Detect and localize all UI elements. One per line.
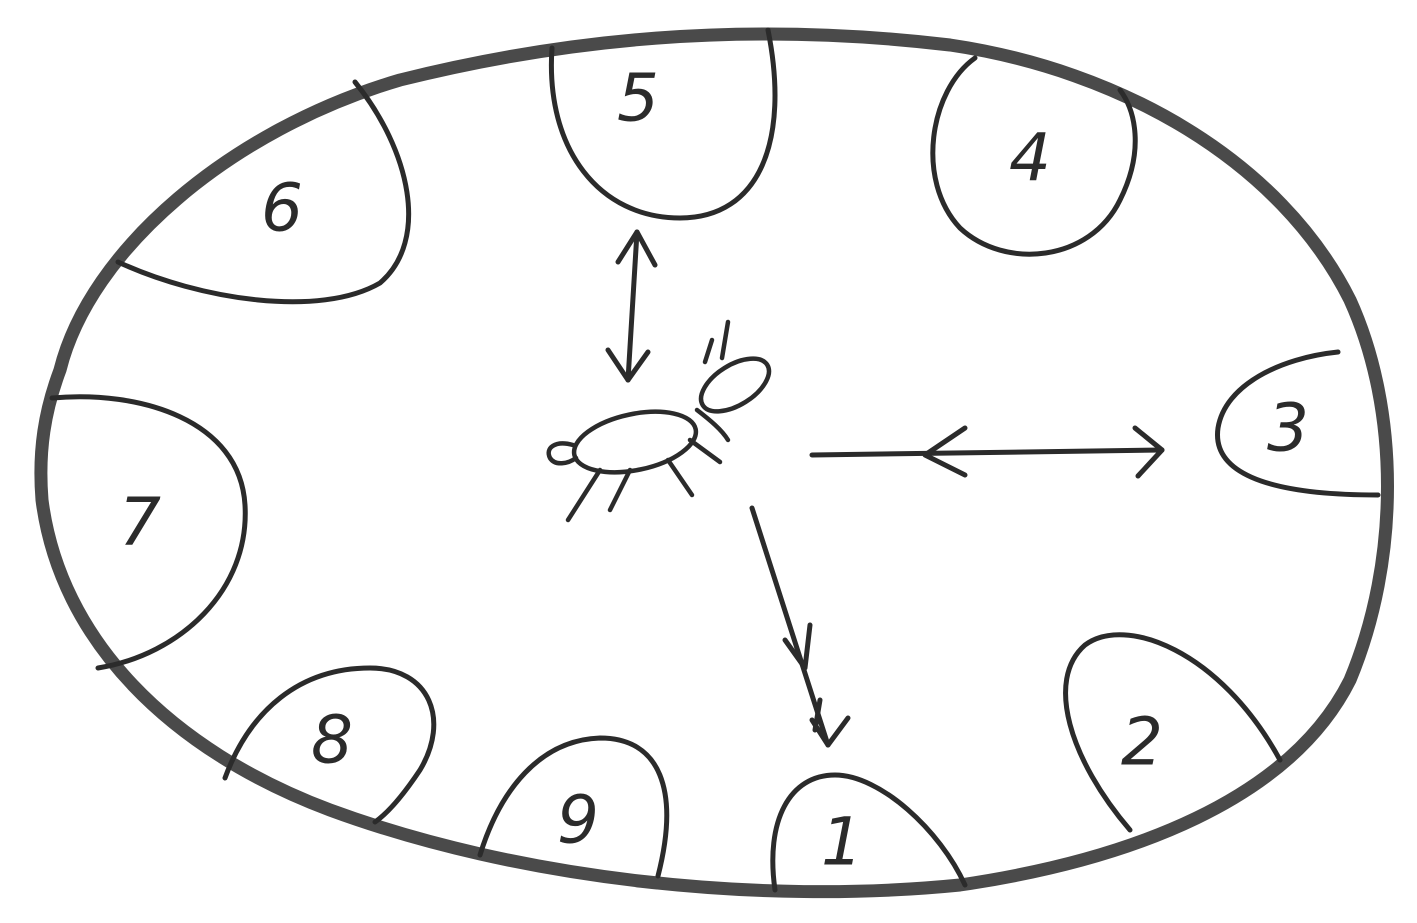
chamber-4-label: 4 — [1009, 120, 1051, 197]
arrow-to-chamber-1 — [752, 508, 848, 745]
chamber-3-label: 3 — [1267, 390, 1309, 467]
chamber-1-label: 1 — [821, 804, 863, 881]
insect-icon — [549, 322, 778, 520]
chamber-9-label: 9 — [557, 782, 599, 859]
chamber-8-label: 8 — [311, 702, 353, 779]
chamber-5: 5 — [551, 30, 775, 218]
arena-outline — [41, 34, 1388, 892]
arrow-to-chamber-5 — [608, 232, 655, 380]
chamber-8: 8 — [225, 668, 434, 822]
chamber-5-label: 5 — [617, 60, 659, 137]
chamber-3: 3 — [1218, 352, 1378, 495]
chamber-7-label: 7 — [119, 484, 161, 561]
chamber-6: 6 — [118, 82, 409, 302]
chamber-6-label: 6 — [261, 170, 303, 247]
chamber-1: 1 — [773, 775, 965, 890]
chamber-2: 2 — [1066, 635, 1280, 830]
arrow-to-chamber-3 — [812, 428, 1162, 476]
chamber-2-label: 2 — [1121, 704, 1163, 781]
